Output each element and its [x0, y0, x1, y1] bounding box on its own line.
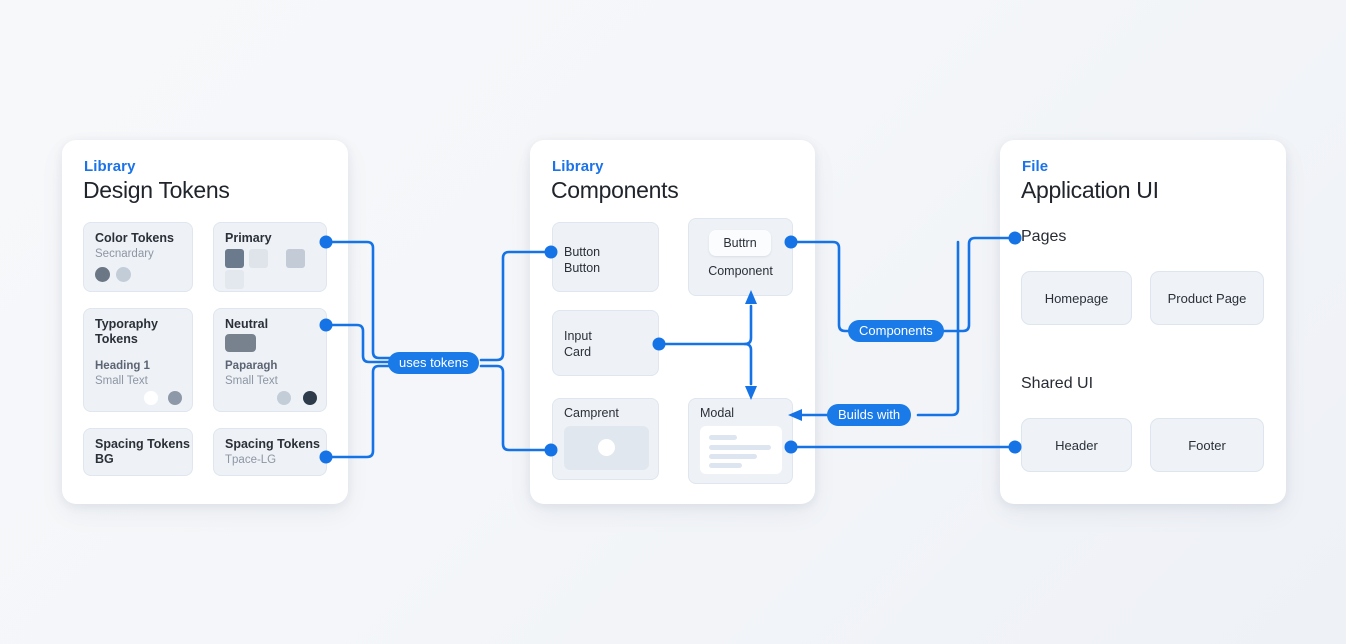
card-modal[interactable]: Modal — [688, 398, 793, 484]
panel-kicker-library-components: Library — [552, 158, 604, 175]
swatch-dot-neutral-1 — [277, 391, 291, 405]
group-heading-shared-ui: Shared UI — [1021, 375, 1094, 392]
card-neutral-strong: Paparagh — [225, 360, 278, 372]
image-placeholder — [564, 426, 649, 470]
modal-preview-sheet — [700, 426, 782, 474]
swatch-neutral-bar — [225, 334, 256, 352]
card-button-line2: Button — [564, 261, 601, 275]
modal-line-2 — [709, 445, 771, 450]
panel-title-components: Components — [551, 177, 679, 203]
panel-components: Library Components Button Button Buttrn … — [530, 140, 815, 504]
card-color-tokens[interactable]: Color Tokens Secnardary — [83, 222, 193, 292]
card-primary-title: Primary — [225, 231, 272, 245]
connector-label-components: Components — [848, 320, 944, 342]
card-input[interactable]: Input Card — [552, 310, 659, 376]
swatch-dot-typography-2 — [168, 391, 182, 405]
card-camprent-title: Camprent — [564, 406, 619, 420]
button-chip[interactable]: Buttrn — [709, 230, 771, 256]
card-input-line2: Card — [564, 345, 592, 359]
page-card-product-page[interactable]: Product Page — [1150, 271, 1264, 325]
panel-application-ui: File Application UI Pages Homepage Produ… — [1000, 140, 1286, 504]
swatch-dot-neutral-2 — [303, 391, 317, 405]
card-color-tokens-sub: Secnardary — [95, 248, 154, 260]
panel-kicker-library-tokens: Library — [84, 158, 136, 175]
card-input-line1: Input — [564, 329, 592, 343]
swatch-primary-2 — [249, 249, 268, 268]
card-button-component[interactable]: Buttrn Component — [688, 218, 793, 296]
card-primary[interactable]: Primary — [213, 222, 327, 292]
group-heading-pages: Pages — [1021, 228, 1067, 245]
card-modal-title: Modal — [700, 406, 735, 420]
card-typography-title: Typoraphy Tokens — [95, 317, 158, 346]
card-neutral-sub: Small Text — [225, 375, 278, 387]
panel-kicker-file: File — [1022, 158, 1049, 175]
connector-label-builds-with: Builds with — [827, 404, 912, 426]
card-spacing-tokens-bg[interactable]: Spacing Tokens BG — [83, 428, 193, 476]
card-spacing-tokens-lg[interactable]: Spacing Tokens Tpace-LG — [213, 428, 327, 476]
swatch-dot-secondary — [116, 267, 131, 282]
card-neutral[interactable]: Neutral Paparagh Small Text — [213, 308, 327, 412]
card-button-line1: Button — [564, 245, 601, 259]
page-card-footer[interactable]: Footer — [1150, 418, 1264, 472]
card-spacing-lg-title: Spacing Tokens — [225, 437, 320, 451]
swatch-dot-typography-1 — [144, 391, 158, 405]
panel-title-design-tokens: Design Tokens — [83, 177, 230, 203]
card-spacing-bg-title: Spacing Tokens — [95, 437, 190, 451]
connector-label-uses-tokens: uses tokens — [388, 352, 480, 374]
page-card-header[interactable]: Header — [1021, 418, 1132, 472]
card-button[interactable]: Button Button — [552, 222, 659, 292]
card-typography-tokens[interactable]: Typoraphy Tokens Heading 1 Small Text — [83, 308, 193, 412]
card-color-tokens-title: Color Tokens — [95, 231, 174, 245]
panel-title-application-ui: Application UI — [1021, 177, 1159, 203]
panel-design-tokens: Library Design Tokens Color Tokens Secna… — [62, 140, 348, 504]
swatch-primary-1 — [225, 249, 244, 268]
card-button-component-label: Component — [708, 264, 773, 278]
swatch-primary-4 — [225, 270, 244, 289]
card-typography-strong: Heading 1 — [95, 360, 150, 372]
page-card-homepage[interactable]: Homepage — [1021, 271, 1132, 325]
card-spacing-bg-sub: BG — [95, 452, 114, 466]
card-typography-sub: Small Text — [95, 375, 148, 387]
modal-line-4 — [709, 463, 742, 468]
card-spacing-lg-sub: Tpace-LG — [225, 454, 277, 466]
swatch-dot-primary — [95, 267, 110, 282]
swatch-primary-3 — [286, 249, 305, 268]
card-camprent[interactable]: Camprent — [552, 398, 659, 480]
image-placeholder-dot — [598, 439, 615, 456]
modal-line-1 — [709, 435, 737, 440]
modal-line-3 — [709, 454, 757, 459]
card-neutral-title: Neutral — [225, 317, 269, 331]
